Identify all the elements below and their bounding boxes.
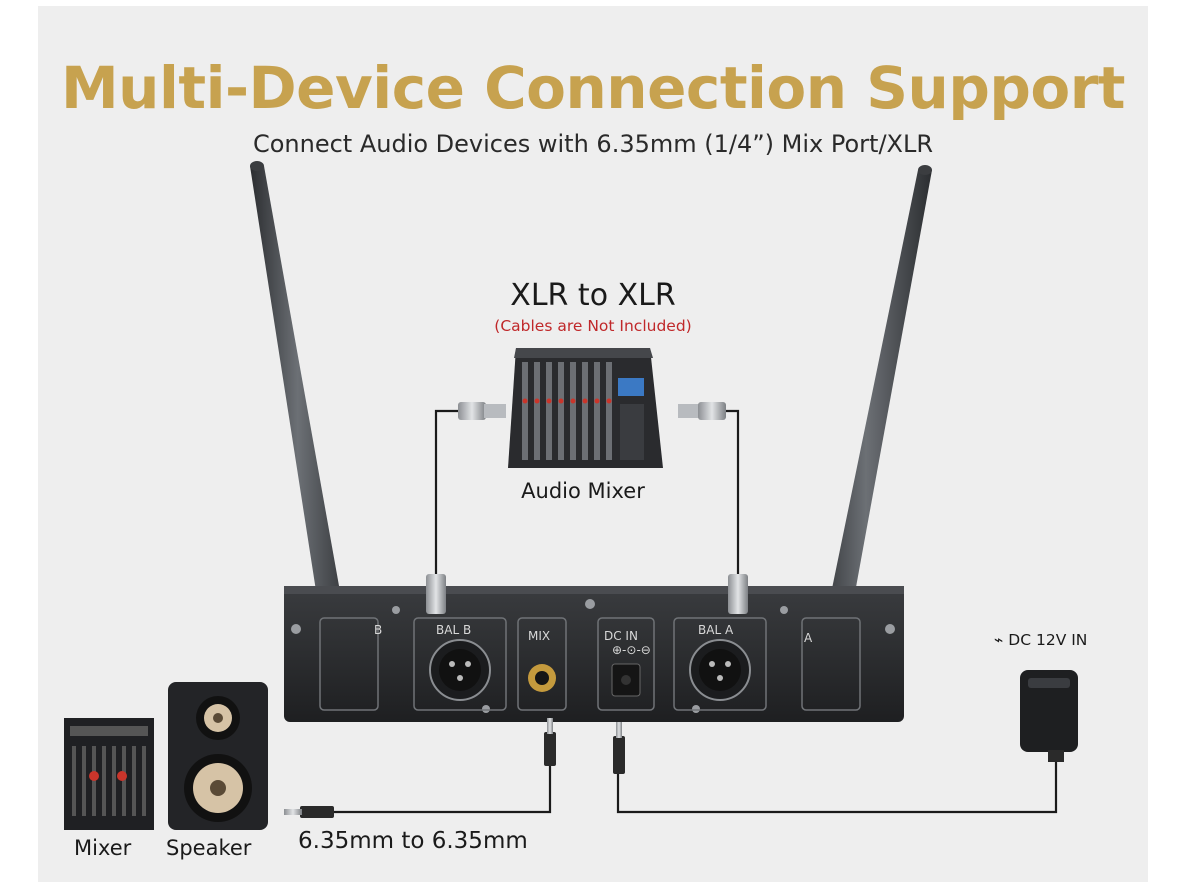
xlr-connection-title: XLR to XLR	[510, 278, 676, 313]
audio-mixer-image	[508, 348, 663, 468]
svg-text:⊕-⊙-⊖: ⊕-⊙-⊖	[612, 643, 651, 657]
xlr-plug-bottom-right	[728, 574, 748, 614]
mix-plug-speaker	[284, 806, 334, 818]
xlr-plug-bottom-left	[426, 574, 446, 614]
power-adapter-image	[1020, 670, 1078, 762]
cable-label: 6.35mm to 6.35mm	[298, 828, 528, 854]
speaker-image	[168, 682, 268, 830]
port-label-a: A	[804, 631, 813, 645]
cables-note: (Cables are Not Included)	[494, 317, 692, 335]
dc-input-text: DC 12V IN	[1008, 631, 1088, 649]
xlr-cable-right	[708, 409, 740, 576]
xlr-plug-top-left	[458, 402, 506, 420]
port-label-dc-in: DC IN	[604, 629, 638, 643]
port-label-b: B	[374, 623, 382, 637]
audio-mixer-label: Audio Mixer	[521, 479, 645, 503]
connection-diagram: ⊕-⊙-⊖	[64, 161, 1078, 830]
mix-cable	[334, 766, 552, 814]
dc-input-label: ⌁ DC 12V IN	[994, 631, 1087, 649]
port-label-bal-a: BAL A	[698, 623, 734, 637]
speaker-label: Speaker	[166, 836, 252, 860]
plug-icon: ⌁	[994, 631, 1004, 649]
port-label-bal-b: BAL B	[436, 623, 471, 637]
mix-plug-receiver	[544, 718, 556, 766]
mixer-label: Mixer	[74, 836, 132, 860]
port-label-mix: MIX	[528, 629, 550, 643]
receiver-unit: ⊕-⊙-⊖	[284, 586, 904, 722]
dc-plug	[613, 722, 625, 774]
page-subtitle: Connect Audio Devices with 6.35mm (1/4”)…	[252, 130, 934, 158]
product-infographic: ⊕-⊙-⊖	[38, 6, 1148, 882]
xlr-plug-top-right	[678, 402, 726, 420]
page-title: Multi-Device Connection Support	[60, 54, 1126, 122]
dc-cable	[616, 758, 1058, 814]
mixer-image	[64, 718, 154, 830]
